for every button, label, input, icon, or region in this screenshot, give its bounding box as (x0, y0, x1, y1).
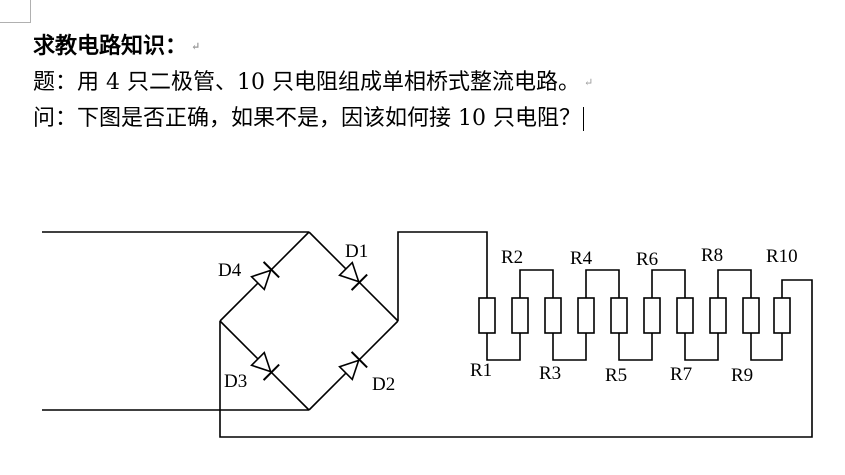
resistor-R5 (610, 297, 628, 334)
bridge-wires (42, 231, 813, 438)
resistor-R2 (511, 297, 529, 334)
label-R10: R10 (766, 246, 798, 267)
label-R8: R8 (701, 245, 723, 266)
question-text: 求教电路知识：↵ 题：用 4 只二极管、10 只电阻组成单相桥式整流电路。↵ 问… (33, 28, 593, 137)
resistor-R6 (643, 297, 661, 334)
diode-D4 (250, 261, 280, 291)
heading-text: 求教电路知识： (33, 33, 188, 59)
label-R7: R7 (670, 364, 692, 385)
resistor-R3 (544, 297, 562, 334)
ask-text-line: 问：下图是否正确，如果不是，因该如何接 10 只电阻？ (33, 106, 581, 131)
resistor-R9 (742, 297, 760, 334)
paragraph-mark-icon: ↵ (191, 40, 201, 53)
diode-D2 (338, 351, 368, 381)
paragraph-mark-icon: ↵ (583, 76, 594, 89)
resistor-R7 (676, 297, 694, 334)
diode-D3 (250, 351, 280, 381)
label-R2: R2 (501, 247, 523, 268)
ask-line[interactable]: 问：下图是否正确，如果不是，因该如何接 10 只电阻？ (33, 101, 593, 137)
resistor-chain-wires (486, 269, 783, 361)
label-D3: D3 (224, 371, 247, 392)
label-R9: R9 (731, 365, 753, 386)
label-R1: R1 (470, 360, 492, 381)
resistors (478, 297, 791, 334)
resistor-R8 (709, 297, 727, 334)
page-corner-mark (0, 0, 31, 23)
diode-D1 (338, 261, 368, 291)
question-text-line: 题：用 4 只二极管、10 只电阻组成单相桥式整流电路。 (33, 70, 580, 95)
resistor-R1 (478, 297, 496, 334)
label-R6: R6 (636, 249, 658, 270)
resistor-R4 (577, 297, 595, 334)
label-D2: D2 (372, 374, 395, 395)
heading-line: 求教电路知识：↵ (33, 28, 593, 65)
label-R4: R4 (570, 248, 593, 269)
label-R5: R5 (605, 365, 627, 386)
label-D1: D1 (345, 241, 368, 262)
label-R3: R3 (539, 363, 561, 384)
question-line: 题：用 4 只二极管、10 只电阻组成单相桥式整流电路。↵ (33, 65, 593, 101)
resistor-R10 (773, 297, 791, 334)
label-D4: D4 (218, 260, 242, 281)
text-cursor (582, 107, 584, 131)
